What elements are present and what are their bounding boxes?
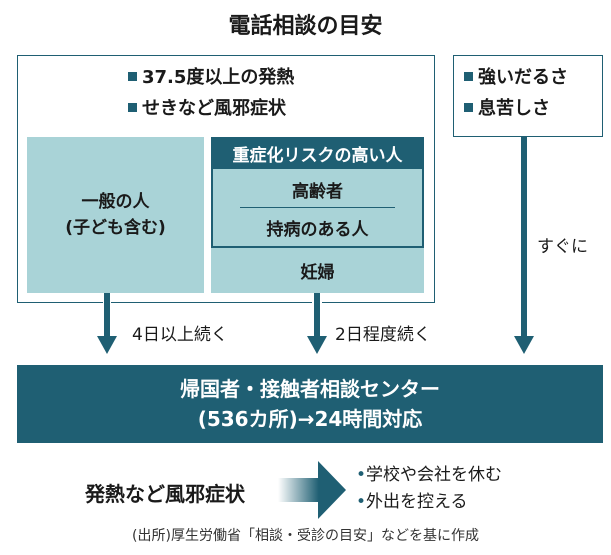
general-people-box: 一般の人 (子ども含む)	[27, 137, 204, 293]
arrow-down-icon	[521, 137, 527, 338]
square-bullet-icon	[128, 72, 137, 81]
high-risk-header: 重症化リスクの高い人	[211, 137, 424, 169]
consultation-center-box: 帰国者・接触者相談センター (536カ所)→24時間対応	[17, 365, 603, 443]
arrow-down-icon	[314, 293, 320, 338]
arrow-head-icon	[514, 336, 534, 354]
square-bullet-icon	[128, 103, 137, 112]
general-arrow-label: 4日以上続く	[132, 325, 228, 345]
high-risk-arrow-label: 2日程度続く	[335, 325, 431, 345]
severe-arrow-label: すぐに	[537, 237, 588, 257]
symptom-item: 息苦しさ	[464, 94, 550, 124]
diagram-title: 電話相談の目安	[228, 14, 383, 39]
chronic-illness-label: 持病のある人	[266, 219, 369, 240]
arrow-down-icon	[104, 293, 110, 338]
arrow-head-icon	[97, 336, 117, 354]
severe-symptom-box	[453, 55, 603, 137]
square-bullet-icon	[464, 103, 473, 112]
gradient-arrow-icon	[278, 461, 346, 519]
elderly-label: 高齢者	[292, 181, 343, 202]
arrow-head-icon	[307, 336, 327, 354]
symptom-item: 強いだるさ	[464, 63, 568, 93]
symptom-item: 37.5度以上の発熱	[128, 63, 294, 93]
divider	[240, 207, 395, 208]
pregnant-label: 妊婦	[300, 262, 335, 283]
source-note: (出所)厚生労働省「相談・受診の目安」などを基に作成	[132, 528, 479, 544]
advice-action: •外出を控える	[356, 492, 468, 512]
advice-action: •学校や会社を休む	[356, 465, 503, 485]
square-bullet-icon	[464, 72, 473, 81]
advice-condition: 発熱など風邪症状	[85, 482, 245, 506]
high-risk-inner-frame	[211, 169, 424, 248]
symptom-item: せきなど風邪症状	[128, 94, 286, 124]
